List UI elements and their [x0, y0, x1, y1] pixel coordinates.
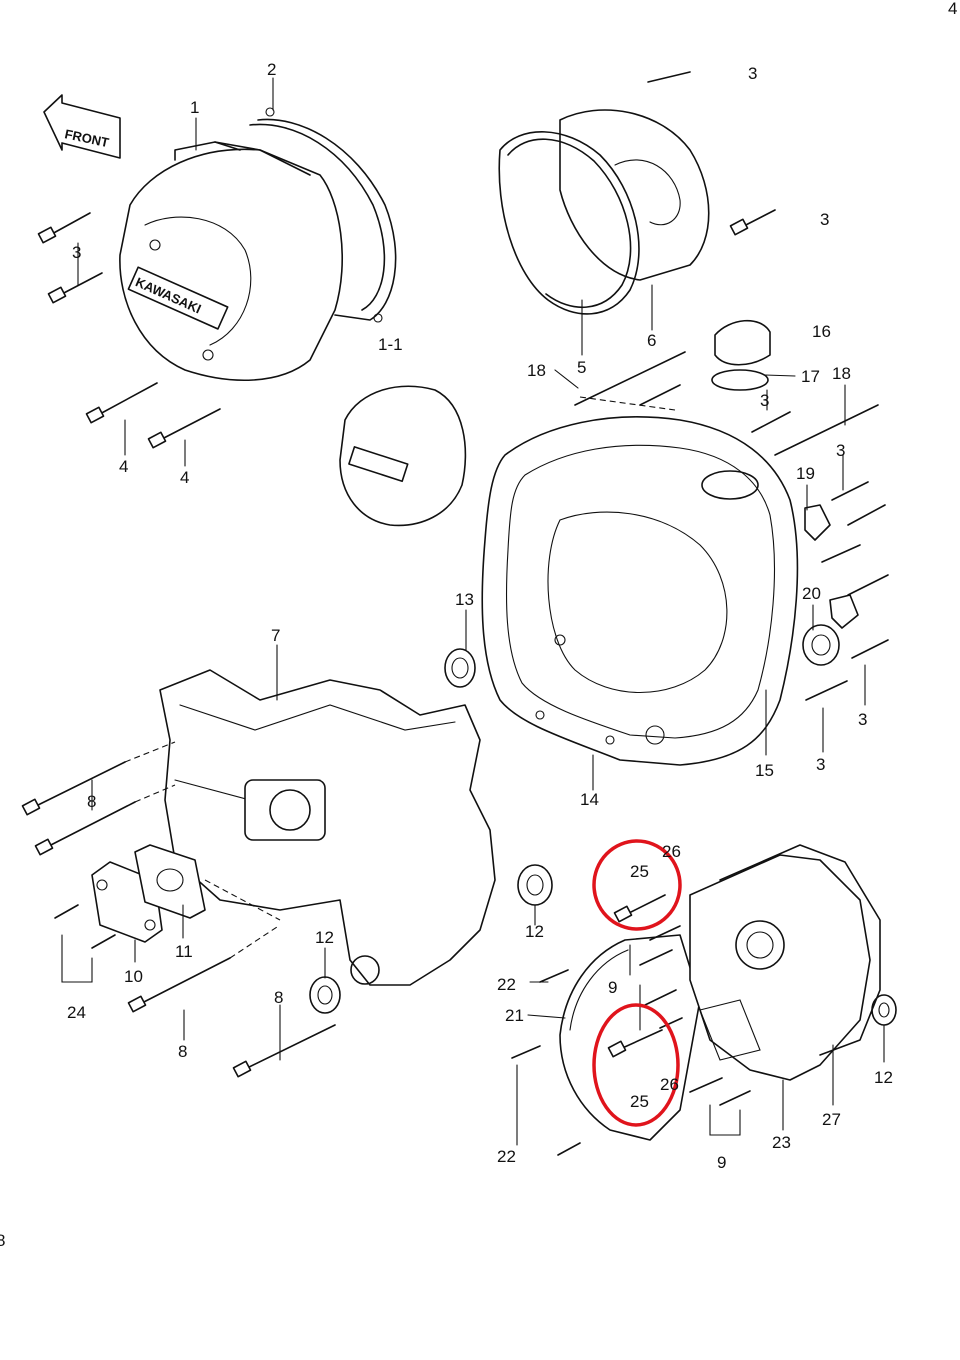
left-engine-cover: KAWASAKI [119, 141, 343, 382]
part-label: 22 [497, 1147, 516, 1166]
part-label: 24 [67, 1003, 86, 1022]
part-label: 11 [175, 942, 193, 961]
left-cover-gasket [249, 107, 397, 323]
part-label: 7 [271, 626, 280, 645]
part-label: 5 [577, 358, 586, 377]
corner-mark-left: 8 [0, 1231, 5, 1250]
cover-23 [689, 854, 871, 1081]
part-label: 12 [525, 922, 544, 941]
front-arrow: FRONT [43, 94, 121, 159]
part-label: 25 [630, 862, 649, 881]
clutch-cover [498, 109, 710, 315]
part-label: 10 [124, 967, 143, 986]
part-label: 17 [801, 367, 820, 386]
clamp-20 [802, 594, 859, 666]
highlight-circle-upper [592, 839, 682, 931]
gasket-27 [719, 844, 881, 1056]
highlight-circle-lower [592, 1003, 680, 1127]
part-label: 4 [180, 468, 189, 487]
part-label: 9 [608, 978, 617, 997]
oil-filler-cap [711, 319, 771, 391]
part-label: 19 [796, 464, 815, 483]
part-label: 23 [772, 1133, 791, 1152]
part-label: 18 [527, 361, 546, 380]
pickup-cover [339, 385, 467, 527]
part-label: 2 [267, 60, 276, 79]
part-labels: 1 2 3 3 3 4 4 1-1 5 6 16 17 18 18 3 3 19… [67, 60, 893, 1172]
seal-12-b [309, 976, 341, 1014]
part-label: 6 [647, 331, 656, 350]
part-label: 21 [505, 1006, 524, 1025]
part-label: 3 [72, 243, 81, 262]
part-label: 8 [87, 792, 96, 811]
part-label: 3 [836, 441, 845, 460]
clamp-19 [804, 504, 831, 541]
part-label: 14 [580, 790, 599, 809]
seal-13 [444, 648, 476, 688]
part-label: 26 [662, 842, 681, 861]
part-label: 3 [820, 210, 829, 229]
bolts [21, 71, 889, 1156]
part-label: 25 [630, 1092, 649, 1111]
gasket-11 [134, 844, 206, 919]
part-label: 1-1 [378, 335, 403, 354]
clutch-housing-cover [481, 416, 799, 766]
part-label: 15 [755, 761, 774, 780]
leader-lines [61, 77, 885, 1146]
part-label: 12 [315, 928, 334, 947]
part-label: 12 [874, 1068, 893, 1087]
seal-12-a [517, 864, 553, 906]
part-label: 8 [274, 988, 283, 1007]
crankcase-cover [159, 669, 496, 986]
part-label: 27 [822, 1110, 841, 1129]
part-label: 3 [760, 391, 769, 410]
part-label: 16 [812, 322, 831, 341]
part-label: 8 [178, 1042, 187, 1061]
part-label: 1 [190, 98, 199, 117]
part-label: 3 [748, 64, 757, 83]
part-label: 20 [802, 584, 821, 603]
part-label: 9 [717, 1153, 726, 1172]
part-label: 3 [858, 710, 867, 729]
part-label: 22 [497, 975, 516, 994]
corner-mark-top: 4 [948, 0, 957, 18]
highlight-circles [592, 839, 682, 1127]
part-label: 3 [816, 755, 825, 774]
part-label: 18 [832, 364, 851, 383]
part-label: 26 [660, 1075, 679, 1094]
part-label: 13 [455, 590, 474, 609]
part-label: 4 [119, 457, 128, 476]
